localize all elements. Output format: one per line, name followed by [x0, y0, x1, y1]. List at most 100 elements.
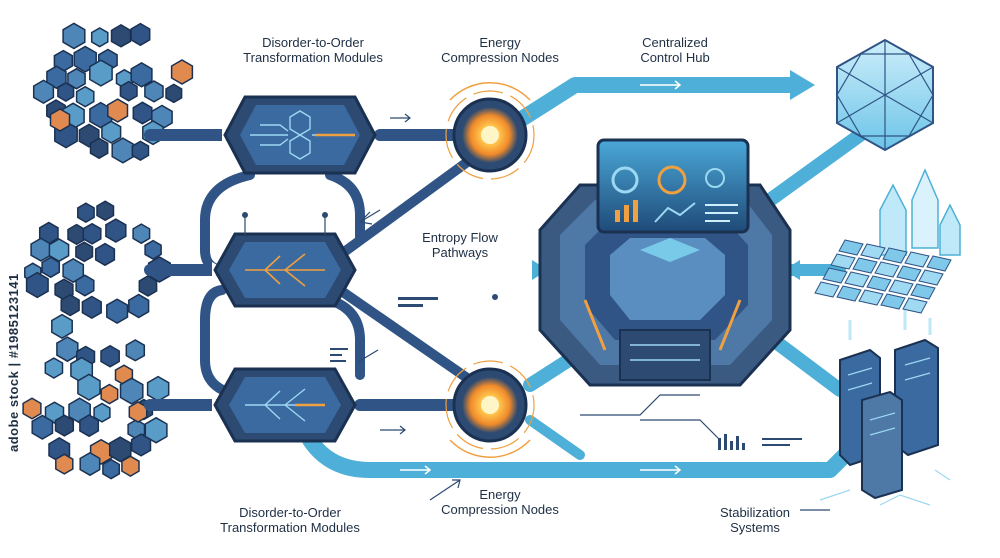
- hex-cell: [93, 402, 111, 423]
- hex-cell: [101, 120, 122, 144]
- grid-tile: [836, 285, 862, 302]
- grid-tile: [814, 281, 840, 298]
- hex-cell: [108, 436, 132, 463]
- crystal-icon: [879, 168, 961, 256]
- hex-cell: [49, 108, 71, 132]
- grid-tile: [838, 239, 864, 256]
- hex-cell: [31, 414, 54, 440]
- grid-tile: [822, 267, 848, 284]
- server-icon: [819, 310, 951, 506]
- hex-cell: [138, 275, 158, 297]
- hex-cell: [25, 271, 49, 299]
- hub-dashboard-screen: [596, 138, 750, 234]
- hex-cell: [32, 79, 55, 104]
- hex-cell: [146, 375, 170, 402]
- hex-cell: [46, 65, 67, 90]
- grid-tile: [882, 247, 908, 264]
- hex-cell: [102, 458, 121, 480]
- pipe-flow-marks: [400, 80, 682, 475]
- grid-tile: [910, 283, 936, 300]
- hex-cell: [81, 295, 102, 319]
- hex-cell: [110, 24, 132, 48]
- grid-tile: [926, 255, 952, 272]
- grid-tile: [860, 243, 886, 260]
- energy-node-bottom: [445, 360, 535, 450]
- hex-cell: [62, 258, 85, 284]
- hex-cell: [125, 339, 146, 362]
- grid-tile: [896, 265, 922, 282]
- hex-cell: [144, 416, 168, 444]
- transformation-module-bottom: [213, 367, 357, 443]
- decorative-lines: [244, 113, 830, 511]
- hex-cell: [79, 414, 100, 438]
- hex-cell: [130, 22, 151, 47]
- storage-grid: [814, 239, 952, 314]
- hex-cell: [105, 218, 127, 243]
- hex-cell: [75, 274, 95, 297]
- hex-cell: [51, 313, 73, 339]
- grid-tile: [904, 251, 930, 268]
- transformation-module-top: [223, 95, 377, 175]
- grid-tile: [902, 297, 928, 314]
- hex-cell: [131, 140, 150, 161]
- orange-arcs: [449, 82, 531, 458]
- hex-cell: [56, 336, 79, 363]
- arrow-top-right: [790, 70, 815, 100]
- energy-node-top: [445, 90, 535, 180]
- hex-cell: [90, 27, 109, 48]
- grid-tile: [852, 257, 878, 274]
- hex-cell: [130, 62, 153, 88]
- hex-cell: [106, 298, 129, 324]
- hex-cell: [128, 293, 150, 319]
- hex-cell: [30, 237, 52, 262]
- hex-cell: [41, 256, 61, 279]
- hex-cell: [96, 200, 115, 222]
- hex-cell: [79, 451, 101, 477]
- hex-cell: [62, 22, 86, 50]
- hex-cell: [119, 377, 144, 405]
- grid-tile: [880, 293, 906, 310]
- hex-cell: [144, 80, 164, 103]
- hex-cell: [22, 397, 42, 420]
- hex-cell: [54, 414, 75, 437]
- hex-cell: [165, 83, 183, 104]
- hex-cell: [89, 59, 113, 87]
- control-hub-icon: [538, 138, 792, 387]
- watermark-text: adobe stock | #1985123141: [6, 273, 21, 452]
- hex-cell: [100, 344, 120, 368]
- hex-cell: [144, 239, 162, 260]
- hex-cell: [82, 222, 102, 245]
- hex-cell: [107, 98, 129, 123]
- hex-cell: [130, 433, 152, 457]
- grid-tile: [830, 253, 856, 270]
- hex-cell: [75, 241, 94, 263]
- crystal-cluster-top: [836, 38, 934, 152]
- hex-cell: [100, 383, 119, 405]
- hex-cell: [67, 223, 86, 246]
- hex-cell: [132, 101, 153, 125]
- hex-cell: [94, 242, 116, 267]
- hex-cell: [121, 455, 140, 477]
- grid-tile: [874, 261, 900, 278]
- decorative-marks: [242, 212, 802, 450]
- hex-cell: [77, 373, 101, 401]
- hex-cell: [119, 80, 138, 102]
- grid-tile: [918, 269, 944, 286]
- hex-cell: [44, 357, 64, 379]
- hex-cell: [89, 137, 109, 160]
- hex-cell: [67, 67, 86, 90]
- hex-cell: [132, 223, 151, 245]
- grid-tile: [866, 275, 892, 292]
- hex-cell: [48, 238, 70, 263]
- grid-tile: [888, 279, 914, 296]
- hex-cell: [57, 82, 75, 102]
- grid-tile: [844, 271, 870, 288]
- hex-cell: [60, 294, 80, 317]
- hex-cell: [170, 59, 194, 85]
